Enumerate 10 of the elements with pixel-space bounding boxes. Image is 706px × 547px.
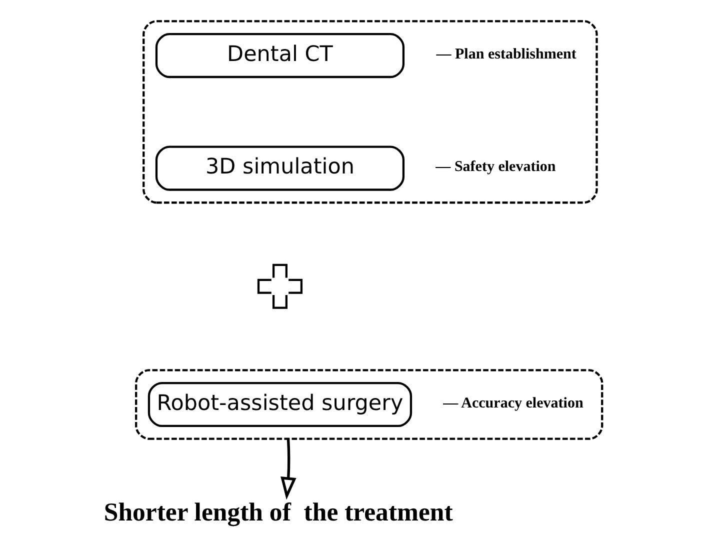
node-box: Dental CT xyxy=(155,32,405,78)
node-label: — Safety elevation xyxy=(436,159,556,176)
cluster xyxy=(142,20,598,204)
node-label: — Plan establishment xyxy=(436,46,576,62)
node-label: — Accuracy elevation xyxy=(443,395,584,412)
node-text: Shorter length of the treatment xyxy=(104,498,453,527)
cluster xyxy=(135,369,604,440)
node-box: Robot-assisted surgery xyxy=(148,382,412,428)
node-box: 3D simulation xyxy=(155,146,405,191)
arrow xyxy=(280,438,296,500)
